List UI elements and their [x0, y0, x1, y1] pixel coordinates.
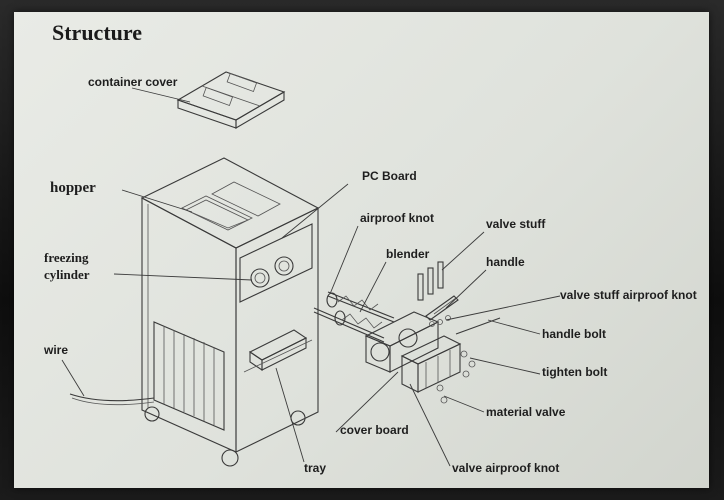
machine-body-drawing — [69, 157, 320, 467]
label-handle: handle — [486, 255, 525, 269]
diagram-sheet: Structure — [14, 12, 709, 488]
label-tray: tray — [304, 461, 326, 475]
label-material-valve: material valve — [486, 405, 566, 419]
leader-lines — [61, 87, 561, 467]
label-freezing-cylinder-line2: cylinder — [44, 267, 90, 282]
label-container-cover: container cover — [88, 75, 178, 89]
label-wire: wire — [43, 343, 68, 357]
label-handle-bolt: handle bolt — [542, 327, 606, 341]
label-valve-airproof-knot: valve airproof knot — [452, 461, 559, 475]
diagram-title: Structure — [52, 20, 142, 45]
exploded-diagram: Structure — [43, 20, 697, 475]
label-airproof-knot: airproof knot — [360, 211, 434, 225]
label-tighten-bolt: tighten bolt — [542, 365, 607, 379]
label-blender: blender — [386, 247, 430, 261]
label-hopper: hopper — [50, 180, 96, 196]
label-cover-board: cover board — [340, 423, 409, 437]
label-valve-stuff-airproof-knot: valve stuff airproof knot — [560, 288, 697, 302]
exploded-parts-drawing — [313, 261, 501, 404]
label-freezing-cylinder-line1: freezing — [44, 250, 89, 265]
label-valve-stuff: valve stuff — [486, 217, 546, 231]
container-cover-drawing — [176, 71, 286, 129]
label-pc-board: PC Board — [362, 169, 417, 183]
